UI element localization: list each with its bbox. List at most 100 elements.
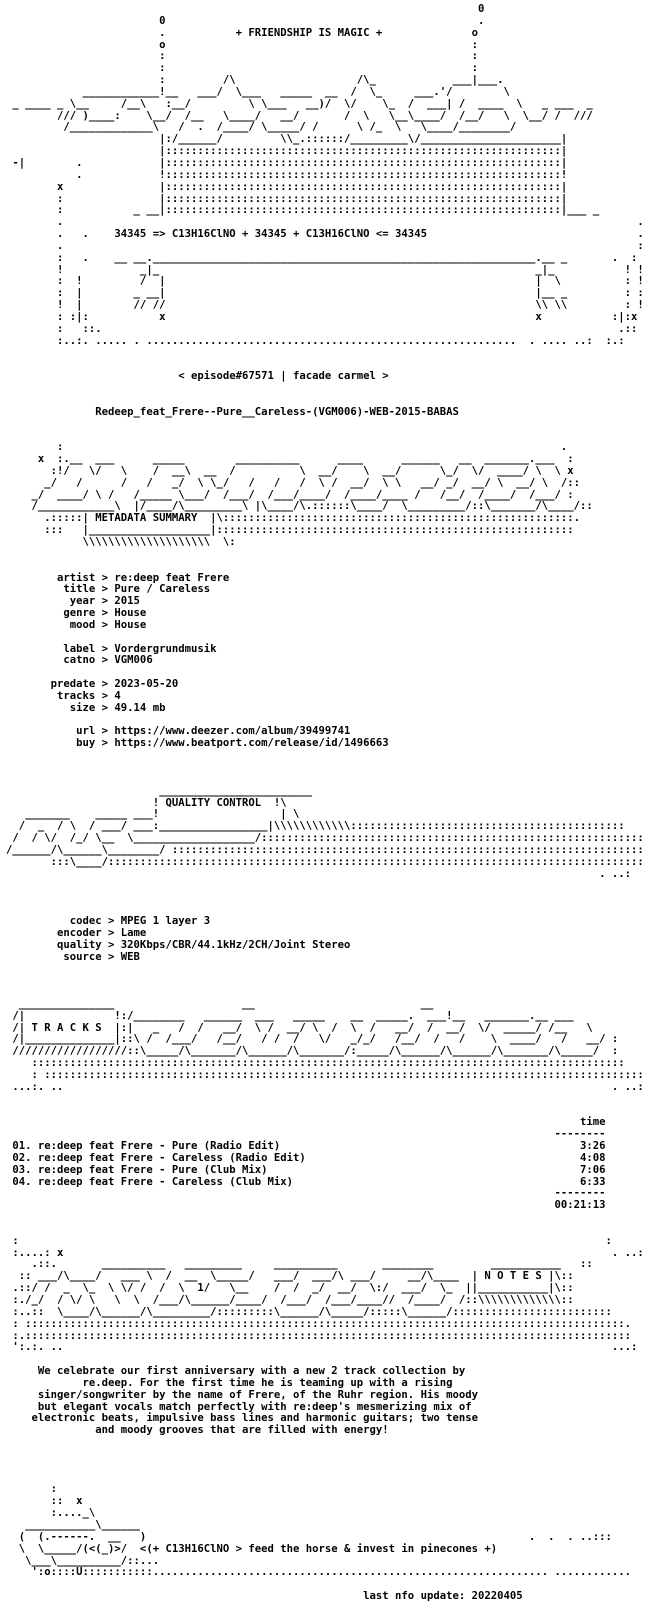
nfo-line <box>6 880 642 892</box>
nfo-line: Redeep_feat_Frere--Pure__Careless-(VGM00… <box>6 405 459 418</box>
nfo-line: source > WEB <box>6 950 140 963</box>
nfo-line: /_____________\ / . /____/ \_____/ / \ /… <box>6 121 517 134</box>
nfo-line: :: ___/\____/ ___ \ / __ \_____/ ___/ __… <box>6 1270 574 1283</box>
nfo-line: codec > MPEG 1 layer 3 <box>6 914 211 927</box>
nfo-line: We celebrate our first anniversary with … <box>6 1365 466 1378</box>
nfo-line: ____________!__ ___/ \___ _____ __ / \_ … <box>6 85 510 98</box>
nfo-line: .:::::| METADATA SUMMARY |\:::::::::::::… <box>6 512 581 525</box>
nfo-line: _______ _____ ___! | \ <box>6 808 300 821</box>
nfo-line: \___\__________/::... <box>6 1554 160 1567</box>
nfo-line: . + FRIENDSHIP IS MAGIC + o <box>6 26 478 39</box>
nfo-line: /______/\______\________/ ::::::::::::::… <box>6 843 642 856</box>
nfo-line: :.::::::::::::::::::::::::::::::::::::::… <box>6 1329 632 1342</box>
nfo-line: < episode#67571 | facade carmel > <box>6 370 389 383</box>
nfo-line: ___________\______ <box>6 1519 140 1531</box>
nfo-line: mood > House <box>6 618 147 631</box>
nfo-line: :./_/ / \/ \ \ \ /___/\______/____/ /___… <box>6 1293 574 1306</box>
nfo-line: time <box>6 1116 606 1129</box>
nfo-line: artist > re:deep feat Frere <box>6 571 230 584</box>
nfo-line: : /\ /\_ ___|___. <box>6 74 504 87</box>
nfo-line: :..:: \____/\______/\_________/:::::::::… <box>6 1305 612 1318</box>
nfo-line: : ! / | | \ : ! <box>6 275 642 288</box>
nfo-line: . !:::::::::::::::::::::::::::::::::::::… <box>6 168 568 181</box>
nfo-line: :: x <box>6 1495 83 1508</box>
nfo-line: : :|: x x :|:x <box>6 310 638 323</box>
nfo-line: / / \/ /_/ \__ \___________________/::::… <box>6 832 642 845</box>
nfo-line: x |:::::::::::::::::::::::::::::::::::::… <box>6 180 568 193</box>
nfo-line: encoder > Lame <box>6 926 147 939</box>
nfo-line: label > Vordergrundmusik <box>6 642 217 655</box>
nfo-line: 03. re:deep feat Frere - Pure (Club Mix)… <box>6 1163 606 1176</box>
nfo-line: .::/ / _ \_ \ \/ / / \ 1/ \__ / / _/ __/… <box>6 1282 574 1295</box>
nfo-line: : ::::::::::::::::::::::::::::::::::::::… <box>6 1317 632 1330</box>
nfo-line <box>6 750 642 762</box>
nfo-line: 01. re:deep feat Frere - Pure (Radio Edi… <box>6 1140 606 1152</box>
nfo-line <box>6 1224 642 1236</box>
nfo-line <box>6 395 642 407</box>
nfo-line: ':o::::U:::::::::::.....................… <box>6 1566 632 1579</box>
nfo-line: : ::. .:: !: <box>6 322 642 335</box>
nfo-line: . . 34345 => C13H16ClNO + 34345 + C13H16… <box>6 228 642 241</box>
nfo-line: electronic beats, impulsive bass lines a… <box>6 1412 478 1425</box>
nfo-line <box>6 1473 642 1485</box>
nfo-line: /____________\ |/____/\_________\ |\____… <box>6 500 593 513</box>
nfo-line: : : <box>6 50 478 63</box>
nfo-line: last nfo update: 20220405 <box>6 1590 523 1603</box>
nfo-line <box>6 774 642 786</box>
nfo-line <box>6 419 642 431</box>
nfo-line: 02. re:deep feat Frere - Careless (Radio… <box>6 1151 606 1164</box>
nfo-line: title > Pure / Careless <box>6 583 211 596</box>
nfo-line: |:::::::::::::::::::::::::::::::::::::::… <box>6 145 568 158</box>
nfo-line: year > 2015 <box>6 595 140 608</box>
nfo-line: url > https://www.deezer.com/album/39499… <box>6 725 351 738</box>
nfo-line <box>6 963 642 975</box>
nfo-line: 0 <box>6 4 485 15</box>
nfo-line: genre > House <box>6 607 147 620</box>
nfo-line: /// )____: \__/ /__ \____/ __/ / \ \__\_… <box>6 109 593 122</box>
nfo-line <box>6 549 642 561</box>
nfo-line: . : <box>6 239 642 252</box>
nfo-line: 00:21:13 <box>6 1199 606 1212</box>
nfo-line: :....: x . ..:> <box>6 1246 642 1259</box>
nfo-line: : |:::::::::::::::::::::::::::::::::::::… <box>6 192 642 205</box>
nfo-line: _/ / / / _/ \ \_/ / / / \ / __/ \ \ __/ … <box>6 476 581 489</box>
nfo-line: 04. re:deep feat Frere - Careless (Club … <box>6 1175 606 1188</box>
nfo-line <box>6 1212 642 1224</box>
nfo-line: . . <box>6 216 642 229</box>
nfo-line <box>6 561 642 573</box>
nfo-line: :::\____/:::::::::::::::::::::::::::::::… <box>6 855 642 868</box>
nfo-line: ::::::::::::::::::::::::::::::::::::::::… <box>6 1057 625 1070</box>
nfo-line: and moody grooves that are filled with e… <box>6 1424 389 1437</box>
nfo-line <box>6 1461 642 1473</box>
nfo-line: /| !:/________ ______ ___ _____ __ _____… <box>6 1009 574 1022</box>
nfo-line: : . <box>6 441 568 454</box>
nfo-line: :..:. ..... . ..........................… <box>6 334 625 347</box>
nfo-line: /| T R A C K S |:| _ / / __/ \ / __/ \ /… <box>6 1021 593 1034</box>
nfo-line: \ \_____/(<(_)>/ <(+ C13H16ClNO > feed t… <box>6 1542 498 1555</box>
nfo-line <box>6 383 642 395</box>
nfo-line <box>6 1449 642 1461</box>
nfo-line: quality > 320Kbps/CBR/44.1kHz/2CH/Joint … <box>6 938 351 951</box>
nfo-line: |:/______/ \\_.::::::/_________\/_______… <box>6 133 568 146</box>
nfo-line: : ::::::::::::::::::::::::::::::::::::::… <box>6 1068 643 1081</box>
nfo-line: _______________ __ __ <box>6 997 434 1010</box>
nfo-line: ':.:. .. ...: <box>6 1341 638 1354</box>
nfo-line: ! | // // \\ \\ : ! <box>6 299 642 312</box>
nfo-line: -------- <box>6 1128 606 1141</box>
nfo-line: / _ / \ / ___/ ___:_________________|\\\… <box>6 820 625 833</box>
nfo-line: \\\\\\\\\\\\\\\\\\\\ \: <box>6 535 236 548</box>
nfo-line: /|______________|::\ / /___/ /__/ / / / … <box>6 1033 619 1046</box>
nfo-line: -------- <box>6 1187 606 1200</box>
nfo-line: . ..: <box>6 867 632 880</box>
nfo-line: _ ____ _ \__ /__\ :__/ \ \___ __)/ \/ \_… <box>6 97 593 110</box>
nfo-line: : : <box>6 1234 612 1247</box>
nfo-line: //////////////////::\_____/\_______/\___… <box>6 1045 619 1058</box>
nfo-line: size > 49.14 mb <box>6 701 166 714</box>
nfo-line: : . __ __.______________________________… <box>6 251 642 264</box>
nfo-line: buy > https://www.beatport.com/release/i… <box>6 737 389 750</box>
nfo-line: _/ ____/ \ / /_____ \___/ /___/ /___/___… <box>6 488 574 501</box>
nfo-line <box>6 892 642 904</box>
nfo-line: :...._\ <box>6 1507 96 1520</box>
nfo-line: 0 . <box>6 14 485 27</box>
nfo-line: o : <box>6 38 478 51</box>
